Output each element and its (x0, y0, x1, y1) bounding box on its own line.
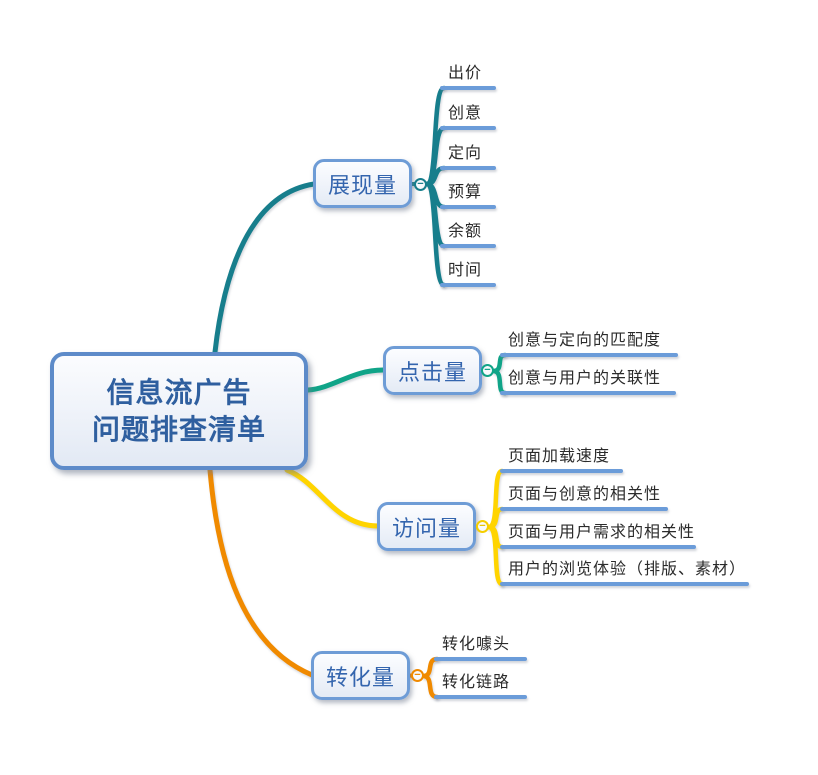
subtopic-underline (440, 126, 496, 130)
subtopic-page-creative-relevance[interactable]: 页面与创意的相关性 (500, 485, 668, 511)
subtopic-underline (434, 657, 527, 661)
subtopic-underline (440, 283, 496, 287)
subtopic-underline (500, 469, 623, 473)
subtopic-balance[interactable]: 余额 (440, 222, 496, 248)
topic-impressions-label: 展现量 (327, 172, 397, 198)
collapse-button-visits[interactable]: − (476, 520, 489, 533)
subtopic-creative-targeting-match[interactable]: 创意与定向的匹配度 (500, 331, 678, 357)
topic-impressions[interactable]: 展现量 (313, 159, 412, 208)
subtopic-label: 创意 (448, 105, 483, 122)
subtopic-underline (434, 695, 527, 699)
subtopic-creative-user-relevance[interactable]: 创意与用户的关联性 (500, 369, 676, 395)
central-topic[interactable]: 信息流广告 问题排查清单 (50, 352, 308, 470)
branch-curve-conversions (207, 467, 315, 678)
subtopic-label: 转化噱头 (442, 636, 511, 653)
collapse-button-impressions[interactable]: − (414, 178, 427, 191)
collapse-button-clicks[interactable]: − (481, 364, 494, 377)
subtopic-label: 出价 (448, 65, 483, 82)
subtopic-label: 页面加载速度 (508, 448, 611, 465)
subtopic-page-user-need-relevance[interactable]: 页面与用户需求的相关性 (500, 523, 696, 549)
subtopic-underline (500, 582, 749, 586)
subtopic-underline (500, 545, 696, 549)
subtopic-creative[interactable]: 创意 (440, 104, 496, 130)
topic-conversions[interactable]: 转化量 (311, 651, 410, 700)
subtopic-budget[interactable]: 预算 (440, 183, 496, 209)
central-topic-line1: 信息流广告 (106, 377, 252, 408)
central-topic-line2: 问题排查清单 (91, 414, 266, 445)
subtopic-browsing-experience[interactable]: 用户的浏览体验（排版、素材） (500, 560, 749, 586)
subtopic-label: 时间 (448, 262, 483, 279)
minus-icon: − (479, 520, 486, 532)
subtopic-label: 创意与用户的关联性 (508, 370, 662, 387)
subtopic-label: 预算 (448, 184, 483, 201)
subtopic-targeting[interactable]: 定向 (440, 144, 496, 170)
subtopic-bid[interactable]: 出价 (440, 64, 496, 90)
subtopic-underline (440, 244, 496, 248)
collapse-button-conversions[interactable]: − (411, 669, 424, 682)
minus-icon: − (484, 364, 491, 376)
subtopic-label: 定向 (448, 145, 483, 162)
subtopic-label: 创意与定向的匹配度 (508, 332, 662, 349)
topic-clicks[interactable]: 点击量 (383, 346, 482, 395)
subtopic-label: 页面与用户需求的相关性 (508, 524, 696, 541)
topic-clicks-label: 点击量 (397, 359, 467, 385)
subtopic-label: 页面与创意的相关性 (508, 486, 662, 503)
fan-impressions-6 (424, 181, 447, 288)
subtopic-underline (440, 86, 496, 90)
subtopic-underline (440, 166, 496, 170)
subtopic-underline (500, 507, 668, 511)
subtopic-underline (440, 205, 496, 209)
subtopic-underline (500, 391, 676, 395)
topic-visits-label: 访问量 (391, 515, 461, 541)
subtopic-conversion-path[interactable]: 转化链路 (434, 673, 527, 699)
subtopic-time[interactable]: 时间 (440, 261, 496, 287)
minus-icon: − (417, 178, 424, 190)
subtopic-label: 余额 (448, 223, 483, 240)
subtopic-label: 转化链路 (442, 674, 511, 691)
subtopic-page-load-speed[interactable]: 页面加载速度 (500, 447, 623, 473)
subtopic-label: 用户的浏览体验（排版、素材） (508, 561, 747, 578)
fan-visits-4 (486, 524, 505, 587)
minus-icon: − (414, 669, 421, 681)
branch-curve-visits (284, 467, 381, 529)
subtopic-underline (500, 353, 678, 357)
topic-conversions-label: 转化量 (325, 664, 395, 690)
topic-visits[interactable]: 访问量 (377, 502, 476, 551)
branch-curve-impressions (212, 181, 317, 355)
subtopic-conversion-hook[interactable]: 转化噱头 (434, 635, 527, 661)
branch-curve-clicks (305, 367, 386, 393)
